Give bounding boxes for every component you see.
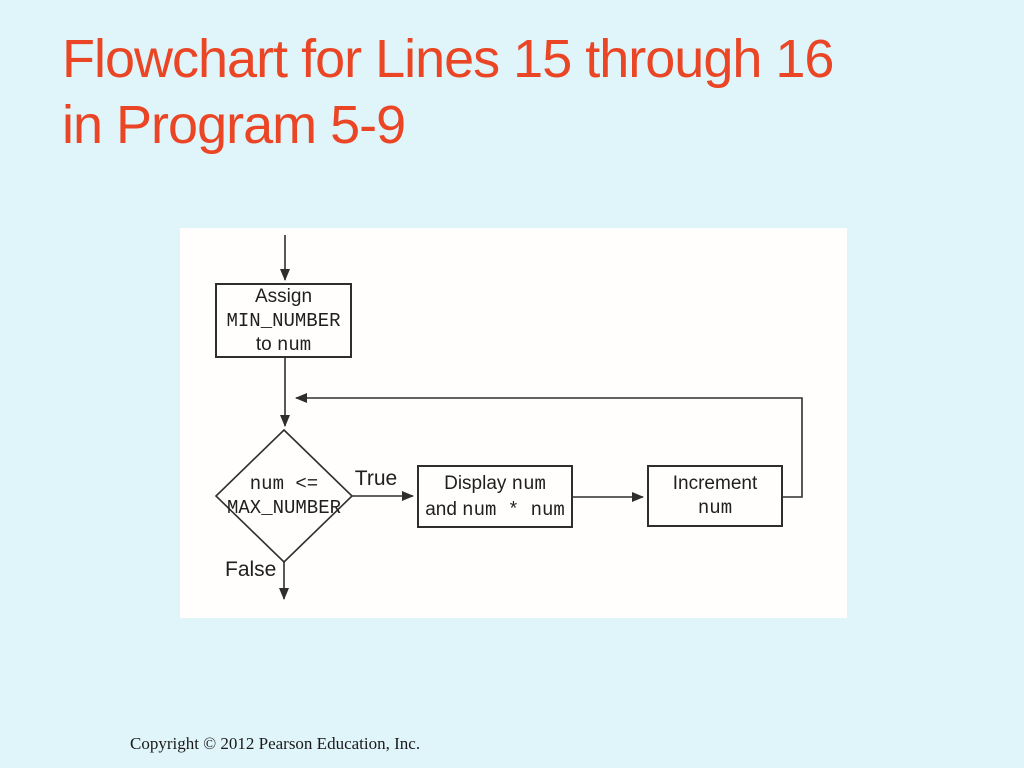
decision-label: num <= MAX_NUMBER [216,430,352,562]
copyright-footer: Copyright © 2012 Pearson Education, Inc. [130,734,421,753]
decision-line-1: num <= [249,473,319,495]
increment-box-line-1: Increment [672,473,758,494]
title-line-1: Flowchart for Lines 15 through 16 [62,29,834,89]
display-box: Display num and num * num [417,465,573,528]
increment-box: Increment num [647,465,783,527]
false-label: False [225,558,277,581]
assign-box: Assign MIN_NUMBER to num [215,283,352,358]
display-box-line-2: and num * num [425,498,565,521]
display-box-line-1: Display num [444,472,546,495]
assign-box-line-3: to num [255,333,312,356]
assign-box-line-1: Assign [254,285,313,307]
flowchart-connectors [214,235,803,600]
true-label: True [354,467,398,490]
increment-box-line-2: num [697,497,733,519]
title-line-2: in Program 5-9 [62,95,406,155]
loop-back-arrow [295,393,803,498]
page-title: Flowchart for Lines 15 through 16 in Pro… [62,26,834,158]
flowchart-panel: Assign MIN_NUMBER to num num <= MAX_NUMB… [180,228,847,618]
decision-line-2: MAX_NUMBER [226,497,342,519]
assign-box-line-2: MIN_NUMBER [226,309,341,332]
